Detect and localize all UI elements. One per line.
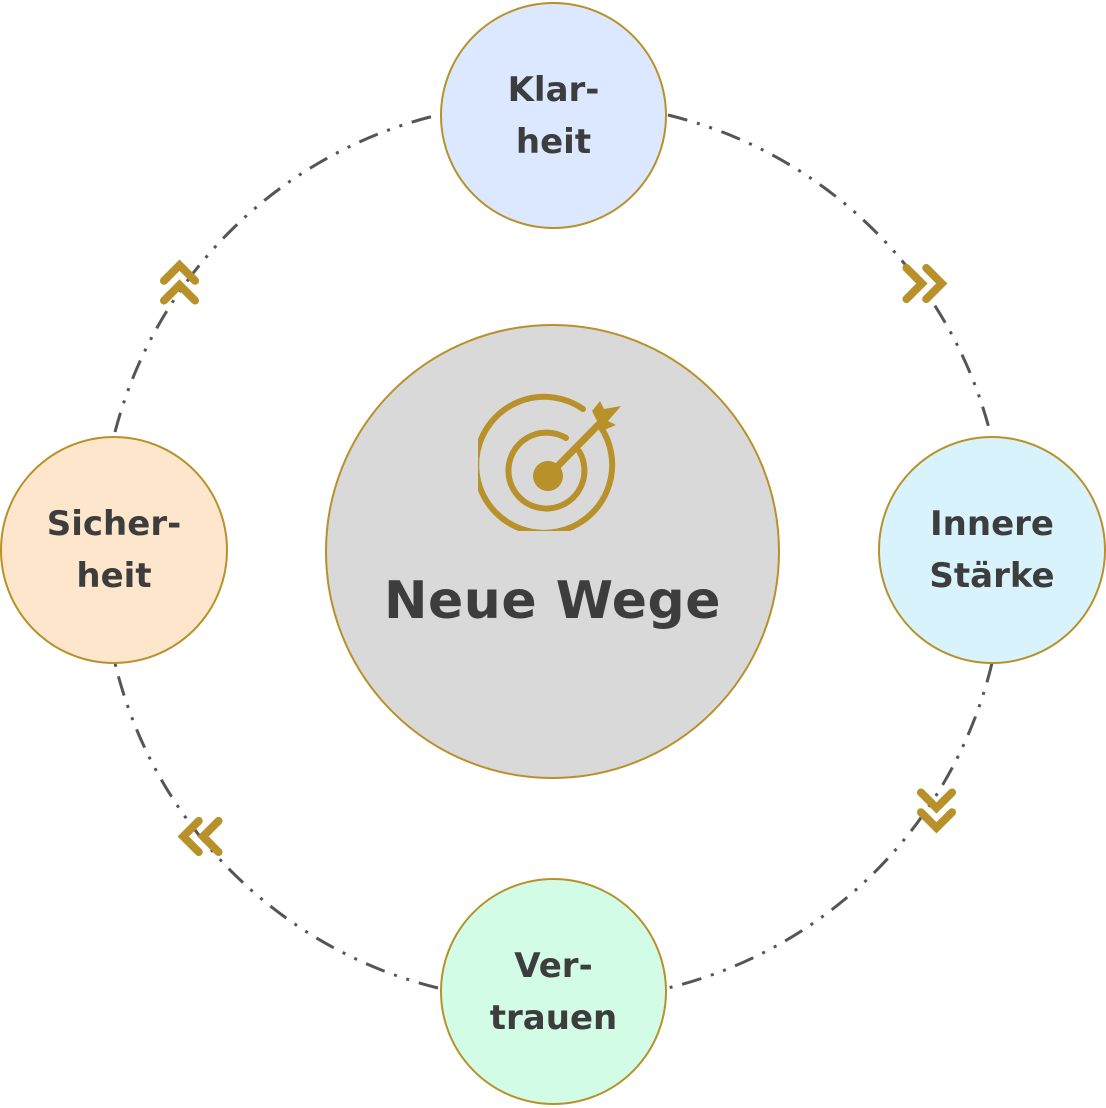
connector-arc-top-left (113, 113, 439, 433)
node-label-line: heit (515, 121, 592, 162)
node-label-line: Stärke (929, 556, 1055, 596)
double-chevron-icon (891, 258, 942, 309)
node-label-line: Innere (930, 504, 1054, 544)
node-klarheit: Klar- heit (440, 2, 667, 229)
connector-arc-bottom-right (667, 662, 994, 990)
target-arrow-icon (477, 393, 621, 531)
node-label-line: Sicher- (46, 504, 182, 544)
double-chevron-icon (154, 265, 205, 316)
center-node: Neue Wege (325, 324, 780, 779)
node-label-line: trauen (489, 997, 618, 1038)
center-title: Neue Wege (384, 571, 721, 631)
node-label-line: Ver- (514, 945, 593, 986)
node-label-line: heit (76, 556, 152, 596)
node-vertrauen: Ver- trauen (440, 878, 667, 1105)
node-sicherheit: Sicher- heit (0, 436, 228, 664)
connector-arc-top-right (667, 113, 992, 433)
node-innere-staerke: Innere Stärke (878, 436, 1106, 664)
connector-arc-bottom-left (113, 662, 439, 990)
node-label-line: Klar- (507, 69, 600, 110)
double-chevron-icon (183, 811, 234, 862)
